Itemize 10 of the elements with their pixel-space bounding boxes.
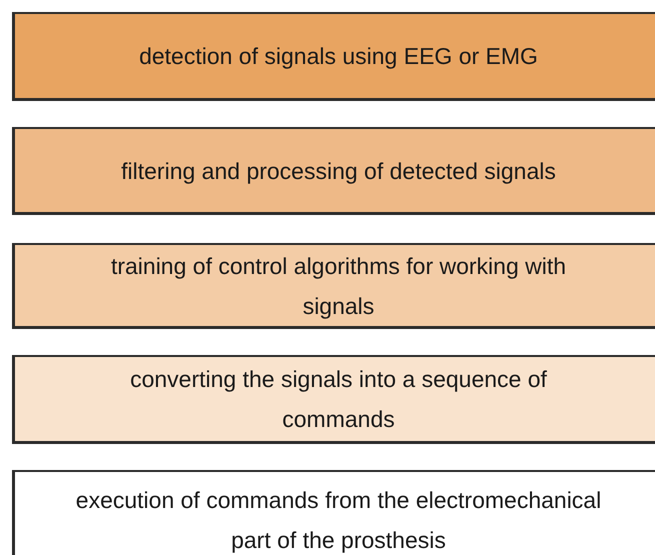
process-box (12, 12, 655, 101)
process-box (12, 127, 655, 215)
step-text: training of control algorithms for working with signals (110, 252, 568, 321)
process-box (12, 243, 655, 329)
step-text: converting the signals into a sequence of commands (129, 365, 548, 434)
step-text: filtering and processing of detected signals (121, 156, 556, 186)
process-box (12, 355, 655, 444)
step-text: detection of signals using EEG or EMG (139, 42, 538, 71)
step-text: execution of commands from the electromechanical part of the prosthesis (74, 486, 602, 555)
process-box (12, 470, 655, 555)
